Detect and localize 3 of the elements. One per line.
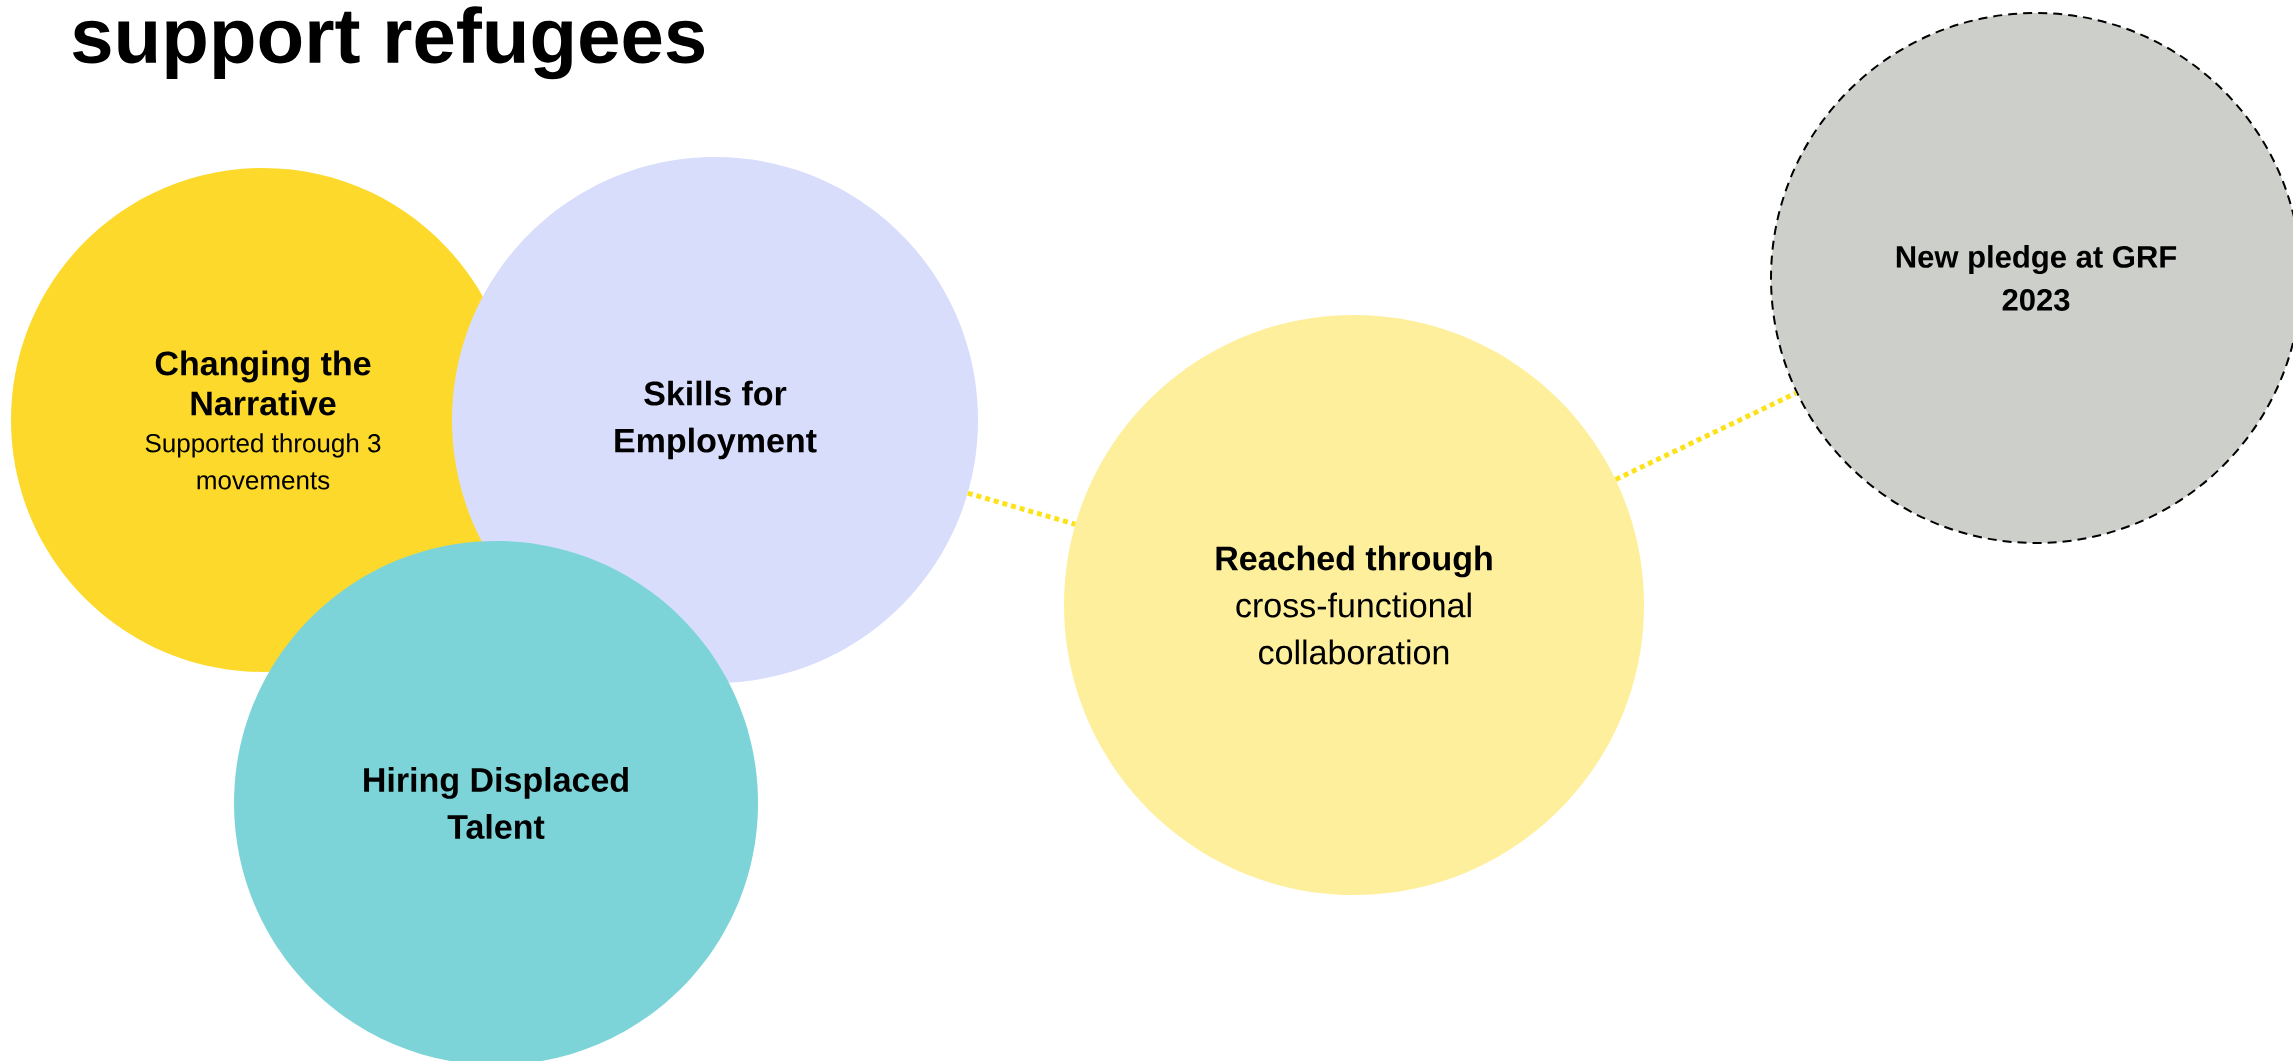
dotted-connector bbox=[1614, 390, 1798, 482]
title: support refugees bbox=[72, 6, 705, 80]
dotted-connector bbox=[967, 490, 1076, 527]
